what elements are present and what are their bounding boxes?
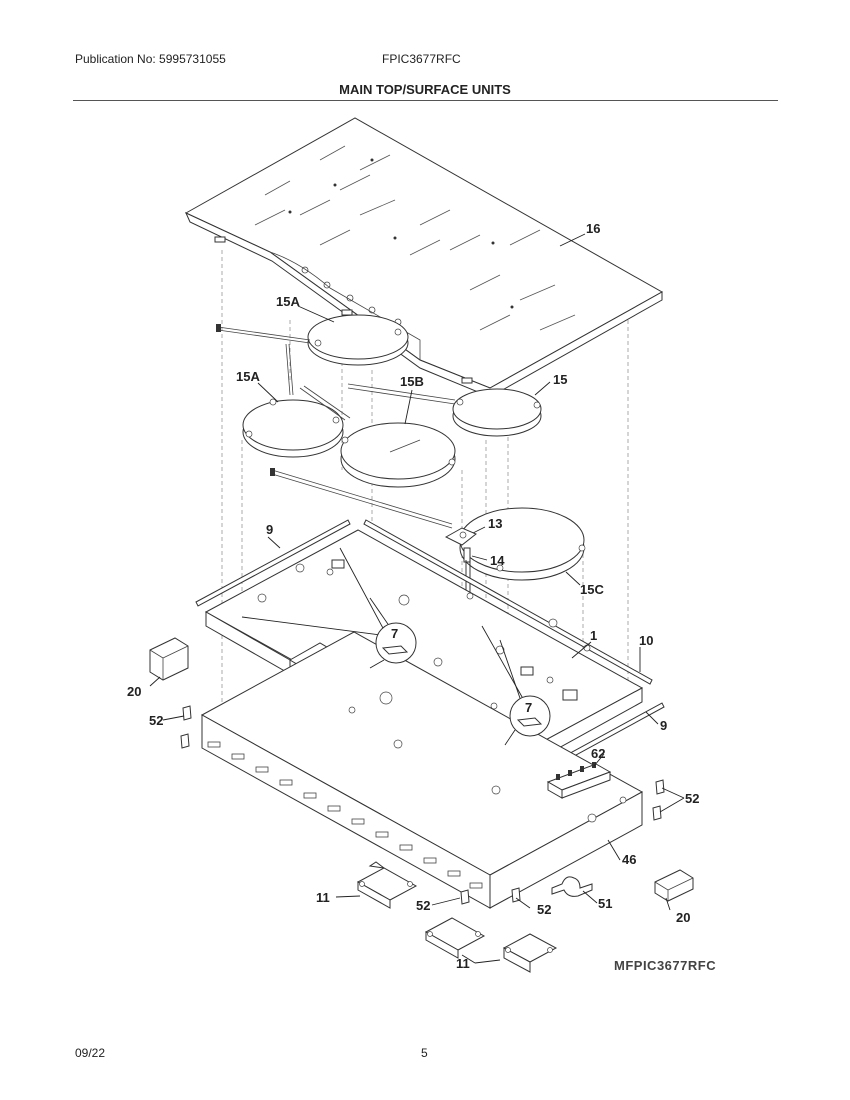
publication-number: Publication No: 5995731055 bbox=[75, 52, 226, 66]
leader-lines bbox=[149, 233, 685, 964]
surface-unit-15c bbox=[444, 507, 586, 685]
callout-9-right: 9 bbox=[660, 718, 667, 733]
callout-7-left: 7 bbox=[391, 626, 398, 641]
callout-52-bottom-left: 52 bbox=[416, 898, 430, 913]
callout-11-bottom: 11 bbox=[456, 956, 470, 971]
callout-15a-top: 15A bbox=[276, 294, 300, 309]
surface-unit-15b bbox=[340, 383, 456, 488]
rod-10 bbox=[363, 519, 653, 685]
callout-7-right: 7 bbox=[525, 700, 532, 715]
clamp-51 bbox=[551, 876, 593, 897]
surface-unit-15a-left bbox=[242, 385, 351, 458]
mounting-bracket-11-c bbox=[502, 933, 558, 973]
page-title: MAIN TOP/SURFACE UNITS bbox=[339, 82, 511, 97]
rod-9-top bbox=[195, 519, 351, 607]
main-glass-top bbox=[184, 117, 664, 398]
surface-unit-15a-top bbox=[216, 314, 409, 396]
mounting-bracket-11-b bbox=[424, 917, 486, 959]
callout-10: 10 bbox=[639, 633, 653, 648]
callout-62: 62 bbox=[591, 746, 605, 761]
diagram-model-code: MFPIC3677RFC bbox=[614, 958, 716, 973]
model-number: FPIC3677RFC bbox=[382, 52, 461, 66]
cable-clip-7-right bbox=[481, 625, 551, 746]
callout-9-top: 9 bbox=[266, 522, 273, 537]
bracket-20-left bbox=[149, 637, 189, 681]
callout-52-left: 52 bbox=[149, 713, 163, 728]
callout-15b: 15B bbox=[400, 374, 424, 389]
callout-15a-left: 15A bbox=[236, 369, 260, 384]
callout-52-right: 52 bbox=[685, 791, 699, 806]
callout-14: 14 bbox=[490, 553, 505, 568]
callout-15c: 15C bbox=[580, 582, 604, 597]
callout-1: 1 bbox=[590, 628, 597, 643]
callout-20-right: 20 bbox=[676, 910, 690, 925]
callout-51: 51 bbox=[598, 896, 612, 911]
callout-52-bottom-right: 52 bbox=[537, 902, 551, 917]
mounting-bracket-11-a bbox=[356, 861, 418, 909]
callout-labels: 16 15A 15A 15B 15 13 14 15C 9 1 10 9 7 7… bbox=[127, 221, 716, 973]
callout-20-left: 20 bbox=[127, 684, 141, 699]
terminal-block-62 bbox=[546, 762, 612, 799]
surface-unit-15 bbox=[452, 388, 542, 437]
callout-16: 16 bbox=[586, 221, 600, 236]
header-divider bbox=[73, 100, 778, 101]
callout-46: 46 bbox=[622, 852, 636, 867]
wire-harness bbox=[270, 468, 453, 529]
bracket-20-right bbox=[654, 869, 694, 902]
callout-11-top: 11 bbox=[316, 890, 330, 905]
cable-clip-7-left bbox=[241, 547, 417, 669]
callout-13: 13 bbox=[488, 516, 502, 531]
footer-date: 09/22 bbox=[75, 1046, 106, 1060]
page-number: 5 bbox=[421, 1046, 428, 1060]
callout-15: 15 bbox=[553, 372, 567, 387]
lower-box-46 bbox=[200, 631, 644, 909]
